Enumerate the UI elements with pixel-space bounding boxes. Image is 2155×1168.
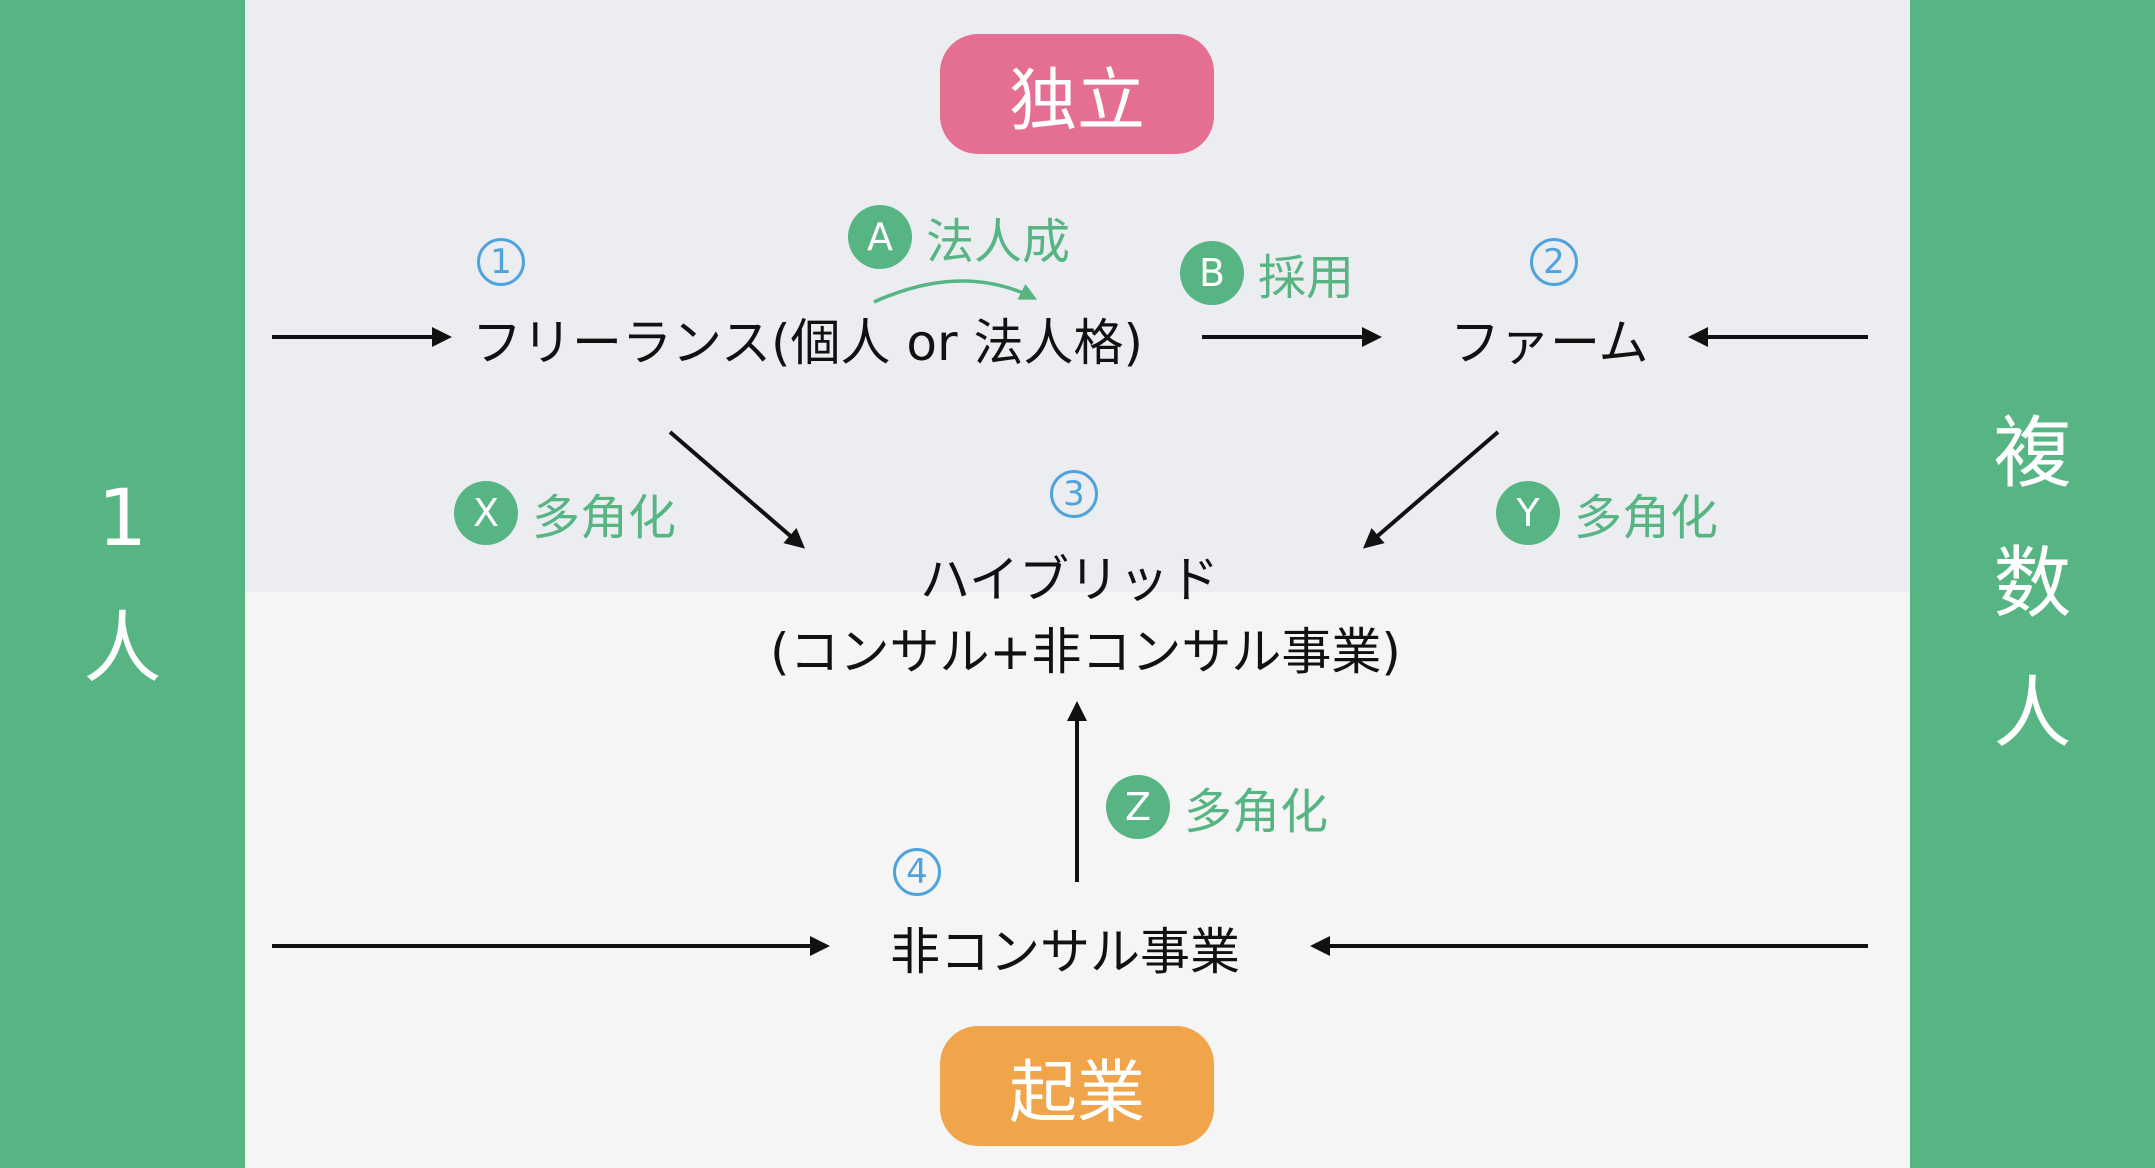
tag-hiring-label: 採用 bbox=[1258, 250, 1355, 306]
number-4-icon: 4 bbox=[893, 848, 941, 896]
tag-diversify-x-label: 多角化 bbox=[532, 490, 677, 546]
badge-y-icon: Y bbox=[1496, 481, 1560, 545]
side-left-char-2: 人 bbox=[83, 604, 162, 694]
freelance-node: フリーランス(個人 or 法人格) bbox=[472, 314, 1143, 372]
badge-x-icon: X bbox=[454, 481, 518, 545]
tag-incorporation: A 法人成 bbox=[848, 202, 1070, 272]
tag-hiring: B 採用 bbox=[1180, 238, 1354, 308]
side-right-char-1: 複 bbox=[1993, 409, 2072, 499]
number-1-icon: 1 bbox=[477, 238, 525, 286]
tag-diversify-z-label: 多角化 bbox=[1184, 784, 1329, 840]
side-left-char-1: 1 bbox=[97, 474, 148, 564]
number-3-icon: 3 bbox=[1050, 470, 1098, 518]
arrow-firm-to-hybrid bbox=[1362, 430, 1500, 549]
firm-node: ファーム bbox=[1450, 314, 1649, 372]
tag-diversify-z: Z 多角化 bbox=[1106, 772, 1328, 842]
badge-z-icon: Z bbox=[1106, 775, 1170, 839]
tag-diversify-x: X 多角化 bbox=[454, 478, 676, 548]
arrow-incorporation-curve bbox=[873, 279, 1038, 304]
side-label-multiple-people: 複 数 人 bbox=[1910, 0, 2155, 1168]
independence-pill: 独立 bbox=[940, 34, 1214, 154]
badge-a-icon: A bbox=[848, 205, 912, 269]
side-right-char-3: 人 bbox=[1993, 669, 2072, 759]
side-right-char-2: 数 bbox=[1993, 539, 2072, 629]
badge-b-icon: B bbox=[1180, 241, 1244, 305]
startup-pill: 起業 bbox=[940, 1026, 1214, 1146]
tag-diversify-y: Y 多角化 bbox=[1496, 478, 1718, 548]
tag-diversify-y-label: 多角化 bbox=[1574, 490, 1719, 546]
hybrid-node-title: ハイブリッド bbox=[920, 551, 1219, 609]
number-2-icon: 2 bbox=[1530, 238, 1578, 286]
hybrid-node-subtitle: (コンサル+非コンサル事業) bbox=[770, 623, 1401, 681]
side-label-one-person: 1 人 bbox=[0, 0, 245, 1168]
tag-incorporation-label: 法人成 bbox=[926, 214, 1071, 270]
arrow-freelance-to-hybrid bbox=[668, 430, 806, 549]
nonconsul-node: 非コンサル事業 bbox=[890, 923, 1240, 981]
